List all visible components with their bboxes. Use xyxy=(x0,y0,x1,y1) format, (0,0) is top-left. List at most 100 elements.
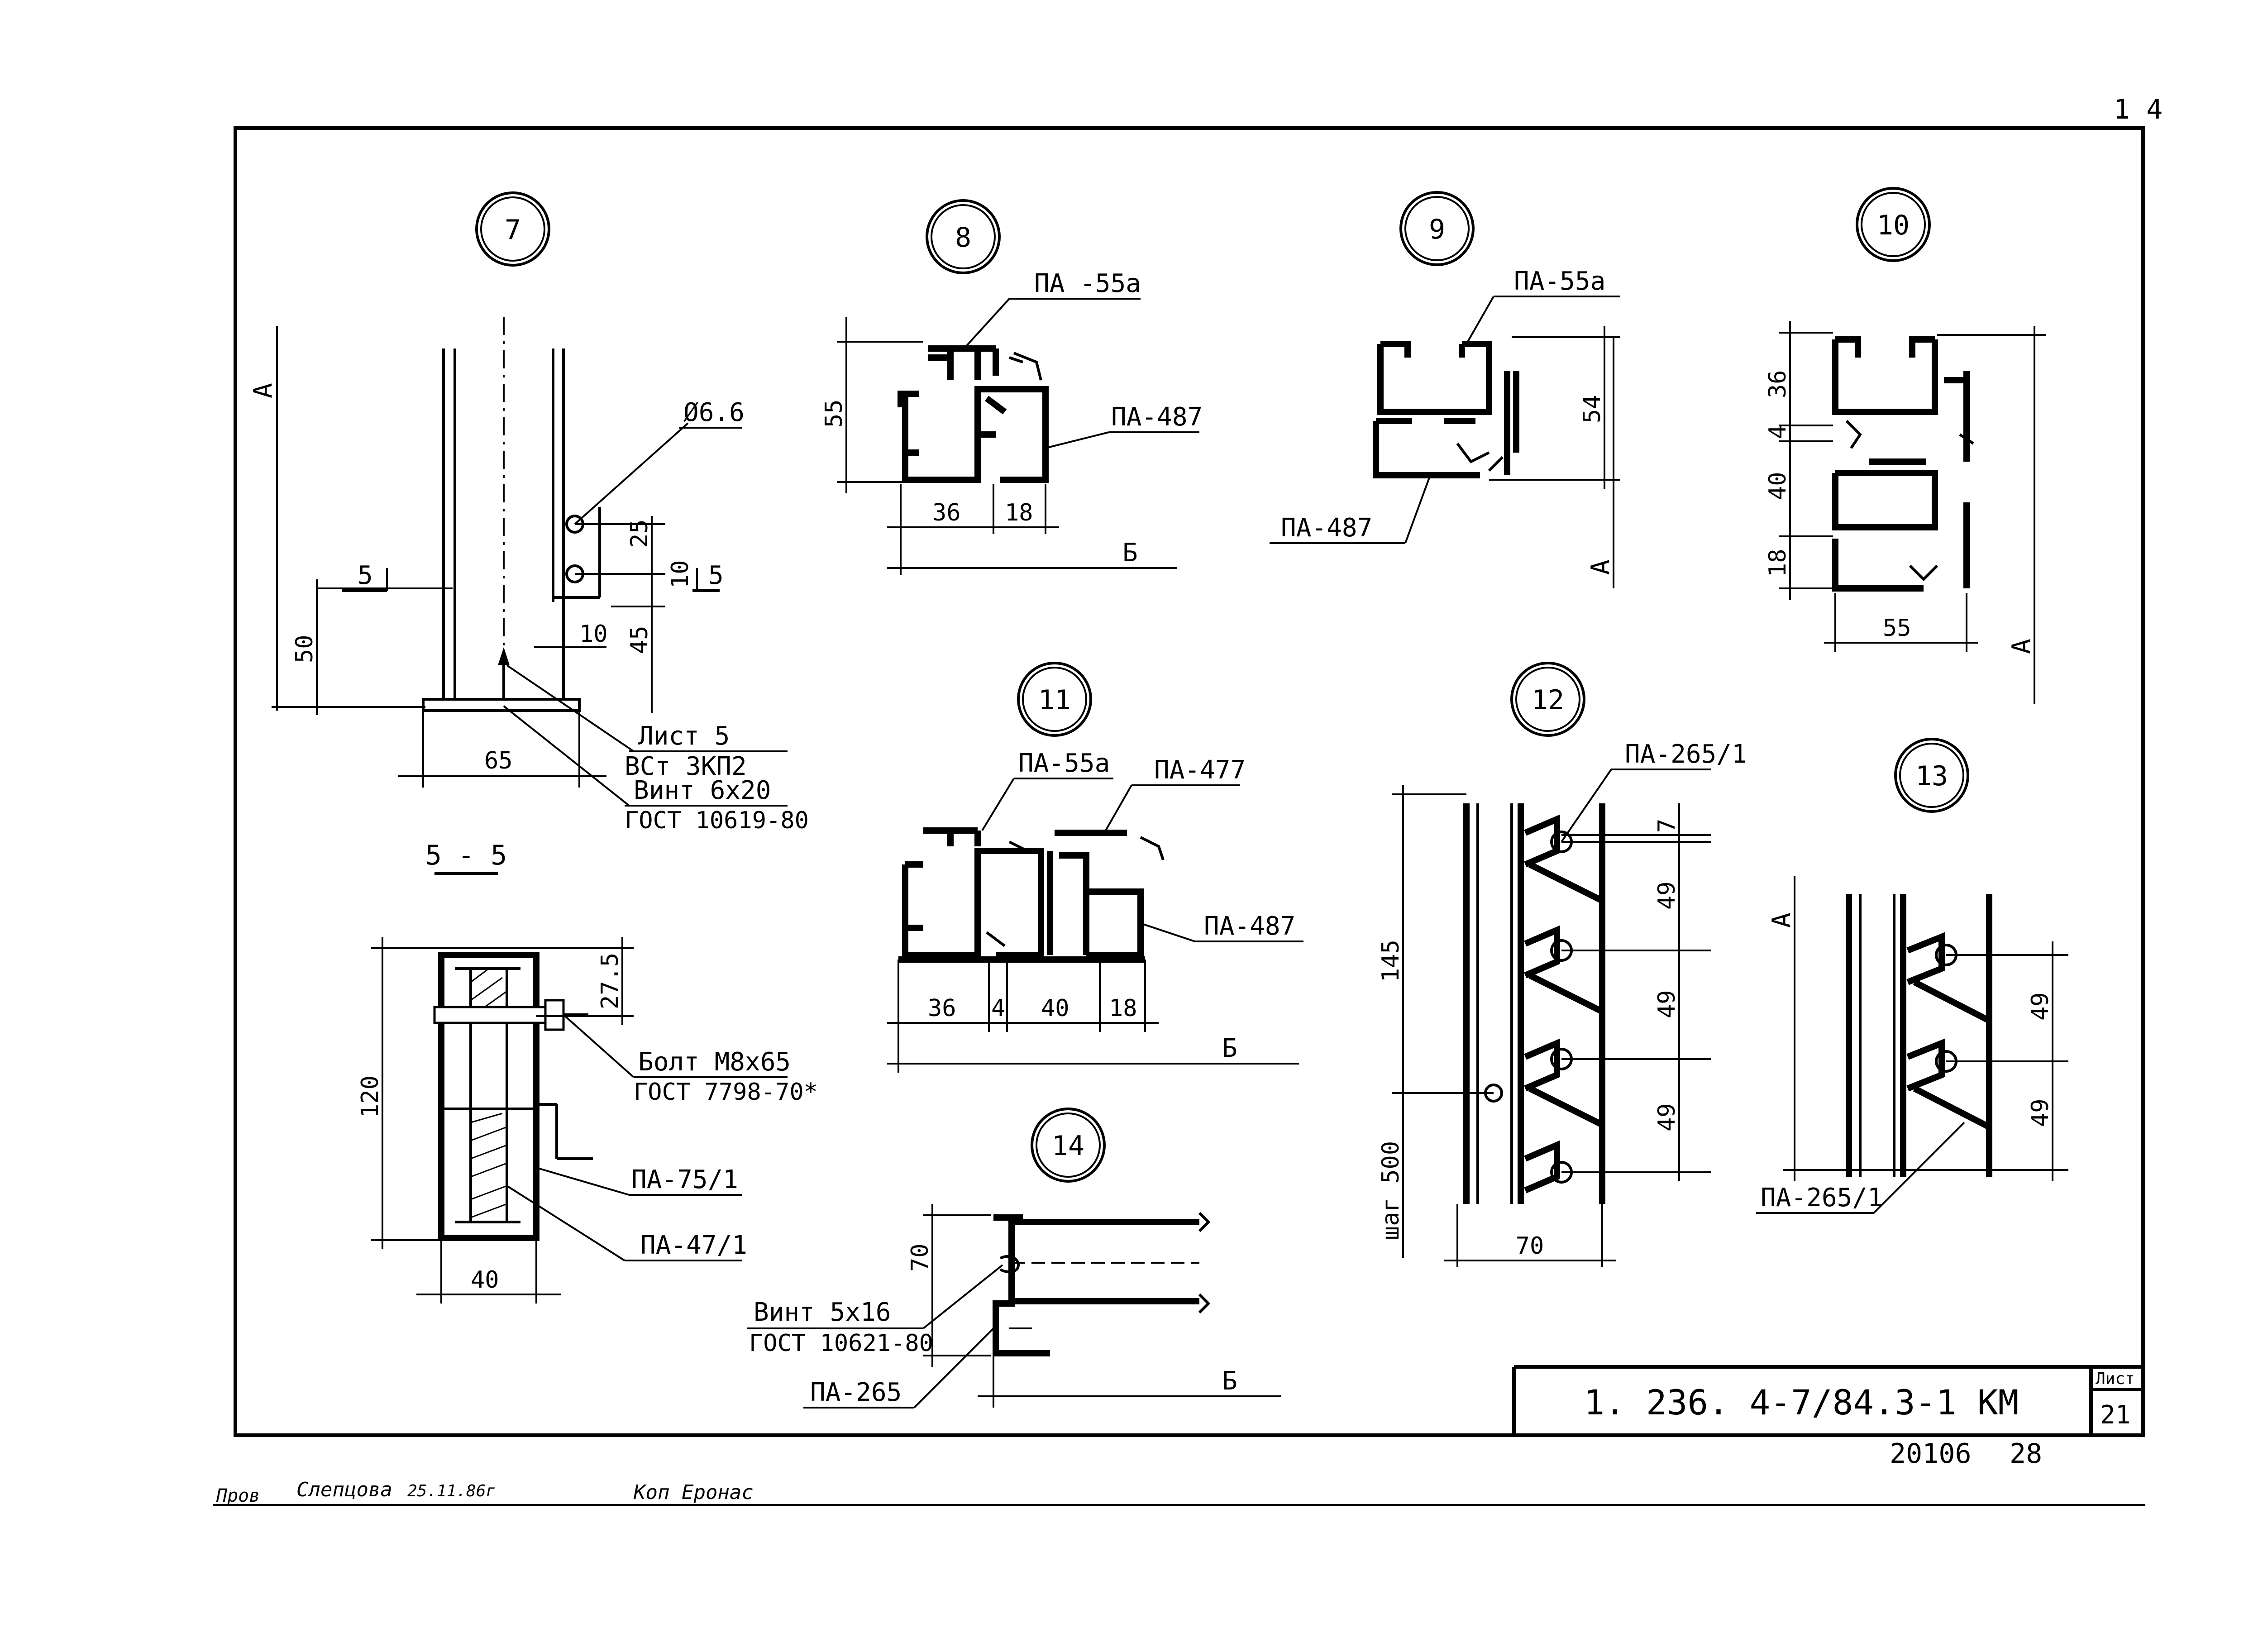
detail-12-pa: ПА-265/1 xyxy=(1625,740,1747,769)
detail-7-base-plate xyxy=(422,698,581,712)
detail-13: 13 49 49 А ПА-265/1 xyxy=(1756,738,2068,1214)
detail-13-dim-49b: 49 xyxy=(2027,1098,2054,1127)
section-5-5-dim-40: 40 xyxy=(471,1266,499,1294)
detail-9-axis: А xyxy=(1586,559,1615,575)
detail-12-dim-49a: 49 xyxy=(1653,881,1681,910)
inventory-number: 20106 xyxy=(1890,1438,1972,1470)
detail-8-pa487: ПА-487 xyxy=(1111,402,1203,432)
detail-7-dim-50: 50 xyxy=(291,635,318,663)
detail-8-dim-55: 55 xyxy=(821,399,848,428)
detail-9-pa487: ПА-487 xyxy=(1281,513,1372,543)
detail-11-dim-40: 40 xyxy=(1041,995,1069,1022)
signature-date: 25.11.86г xyxy=(407,1482,496,1500)
detail-14-number: 14 xyxy=(1052,1130,1084,1162)
detail-10-dim-40: 40 xyxy=(1764,472,1791,500)
detail-8-marker xyxy=(926,199,1001,274)
detail-12-number: 12 xyxy=(1532,684,1564,716)
detail-13-pa: ПА-265/1 xyxy=(1761,1183,1883,1213)
section-5-5: 5 - 5 120 xyxy=(357,840,818,1303)
page-number: 28 xyxy=(2010,1438,2042,1470)
detail-10-number: 10 xyxy=(1877,210,1910,241)
copied-by: Коп Еронас xyxy=(633,1481,754,1504)
detail-12-dim-49b: 49 xyxy=(1653,990,1681,1018)
detail-10: 10 36 4 40 18 55 А xyxy=(1764,187,2046,704)
detail-11-dim-4: 4 xyxy=(991,995,1005,1022)
section-5-5-bolt-gost: ГОСТ 7798-70* xyxy=(634,1079,818,1106)
detail-14-axis: Б xyxy=(1222,1366,1237,1396)
signature-role: Пров xyxy=(216,1485,260,1506)
detail-10-dim-18: 18 xyxy=(1764,549,1791,577)
detail-8-number: 8 xyxy=(955,222,971,253)
signature-name: Слепцова xyxy=(296,1478,392,1501)
section-5-5-bolt-label: Болт М8х65 xyxy=(638,1047,791,1077)
detail-10-dim-36: 36 xyxy=(1764,370,1791,398)
corner-mark: 1 4 xyxy=(2114,94,2163,125)
detail-7-note-gost: ГОСТ 10619-80 xyxy=(625,807,809,834)
detail-7-marker xyxy=(475,191,550,267)
detail-14: 14 70 Винт 5x16 ГОСТ 10621-80 ПА-265 Б xyxy=(747,1108,1281,1408)
detail-12-dim-70: 70 xyxy=(1516,1232,1544,1260)
detail-7-dim-65: 65 xyxy=(484,747,513,774)
detail-9-dim-54: 54 xyxy=(1579,395,1606,423)
section-5-5-pa75: ПА-75/1 xyxy=(631,1165,738,1194)
detail-7-note-screw: Винт 6x20 xyxy=(634,776,771,805)
detail-14-dim-70: 70 xyxy=(907,1243,934,1272)
detail-11-axis: Б xyxy=(1222,1034,1237,1063)
detail-12-dim-145: 145 xyxy=(1377,940,1404,982)
detail-11-pa477: ПА-477 xyxy=(1154,755,1246,785)
detail-7-dim-10-right: 10 xyxy=(667,560,694,588)
detail-7-axis: А xyxy=(248,383,278,398)
detail-12-dim-7: 7 xyxy=(1653,819,1681,833)
detail-10-dim-55: 55 xyxy=(1883,615,1911,642)
detail-13-axis: А xyxy=(1767,912,1796,928)
section-5-5-dim-120: 120 xyxy=(357,1075,384,1118)
section-5-5-dim-27-5: 27.5 xyxy=(597,953,624,1009)
detail-10-axis: А xyxy=(2007,639,2036,654)
detail-11-dim-36: 36 xyxy=(928,995,956,1022)
detail-9-marker xyxy=(1399,191,1475,266)
detail-7-number: 7 xyxy=(505,214,521,246)
detail-13-marker xyxy=(1894,738,1969,813)
detail-7-note-sheet: Лист 5 xyxy=(638,721,730,751)
section-5-5-bolt xyxy=(433,1006,563,1024)
detail-7-section-right: 5 xyxy=(708,561,724,590)
detail-8: 8 55 36 18 Б ПА -55а ПА-487 xyxy=(821,199,1203,575)
detail-7-dim-45: 45 xyxy=(626,625,653,654)
detail-14-screw-gost: ГОСТ 10621-80 xyxy=(749,1330,933,1357)
drawing-frame xyxy=(234,126,2145,1437)
section-5-5-pa47: ПА-47/1 xyxy=(640,1231,747,1260)
detail-7-hole-label: Ø6.6 xyxy=(683,398,745,427)
detail-11-pa55: ПА-55а xyxy=(1018,749,1110,778)
detail-8-pa55: ПА -55а xyxy=(1034,269,1141,298)
detail-7-section-left: 5 xyxy=(358,561,373,590)
detail-12-dim-49c: 49 xyxy=(1653,1103,1681,1132)
detail-7: 7 А Ø6.6 25 10 45 5 xyxy=(248,191,809,834)
detail-11-number: 11 xyxy=(1038,684,1071,716)
detail-12: 12 7 49 49 49 xyxy=(1377,662,1747,1267)
detail-12-marker xyxy=(1510,662,1585,737)
detail-11-dim-18: 18 xyxy=(1109,995,1137,1022)
detail-14-screw: Винт 5x16 xyxy=(754,1298,891,1327)
detail-7-dim-10-bottom: 10 xyxy=(579,621,608,648)
detail-11-marker xyxy=(1017,662,1092,737)
detail-7-dim-25: 25 xyxy=(626,519,653,548)
drawing-code: 1. 236. 4-7/84.3-1 КМ xyxy=(1584,1382,2019,1423)
detail-14-pa: ПА-265 xyxy=(810,1378,902,1407)
detail-13-dim-49a: 49 xyxy=(2027,992,2054,1021)
detail-13-number: 13 xyxy=(1915,760,1948,792)
section-5-5-title: 5 - 5 xyxy=(425,840,507,871)
detail-9-pa55: ПА-55а xyxy=(1514,267,1605,296)
sheet-number: 21 xyxy=(2100,1400,2130,1430)
detail-9-number: 9 xyxy=(1429,214,1445,245)
detail-11-pa487: ПА-487 xyxy=(1204,912,1295,941)
detail-8-dim-36: 36 xyxy=(932,499,961,526)
title-block: 1. 236. 4-7/84.3-1 КМ Лист 21 xyxy=(1512,1365,2143,1435)
detail-10-marker xyxy=(1856,187,1931,262)
detail-7-note-steel: ВСт 3КП2 xyxy=(625,752,747,781)
detail-9: 9 54 А ПА-55а ПА-487 xyxy=(1270,191,1620,588)
detail-11: 11 36 4 40 18 Б ПА-55а ПА-477 ПА-487 xyxy=(887,662,1303,1073)
detail-8-dim-18: 18 xyxy=(1005,499,1033,526)
sheet-label: Лист xyxy=(2096,1370,2135,1388)
detail-14-marker xyxy=(1031,1108,1106,1183)
